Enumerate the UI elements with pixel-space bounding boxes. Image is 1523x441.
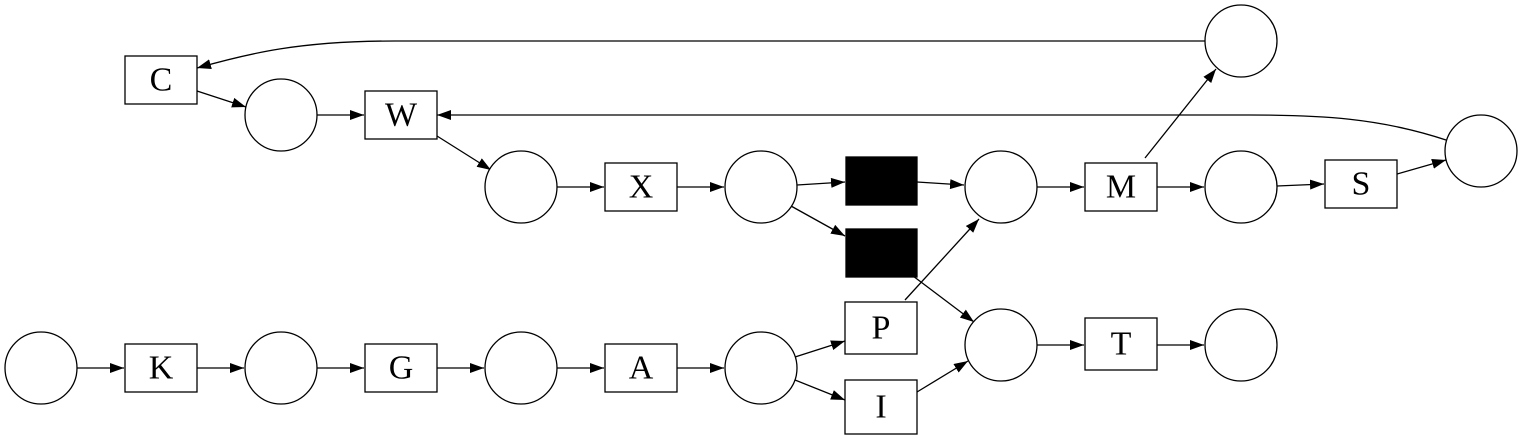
transition-label-p: P xyxy=(872,310,891,347)
arc-i-p10 xyxy=(916,360,969,393)
place-p3 xyxy=(484,331,558,405)
transition-label-s: S xyxy=(1352,166,1371,203)
transition-label-k: K xyxy=(149,350,174,387)
arc-tau1-p8 xyxy=(916,179,965,190)
arc-p4-i xyxy=(794,379,846,401)
silent-transition-1 xyxy=(845,156,918,206)
place-p9 xyxy=(1204,150,1278,224)
arc-w-p6 xyxy=(436,135,492,171)
transition-label-c: C xyxy=(150,62,173,99)
place-p2 xyxy=(244,331,318,405)
transition-p: P xyxy=(844,301,918,355)
arc-p-p8 xyxy=(904,218,980,301)
transition-label-x: X xyxy=(629,169,654,206)
arc-p4-p xyxy=(794,340,846,358)
arc-p13-c xyxy=(196,40,1205,69)
place-p5 xyxy=(244,78,318,152)
transition-label-g: G xyxy=(389,350,414,387)
transition-s: S xyxy=(1324,159,1398,209)
transition-x: X xyxy=(604,162,678,212)
place-p8 xyxy=(964,150,1038,224)
place-p10 xyxy=(964,308,1038,382)
arc-p7-tau2 xyxy=(790,205,846,237)
transition-t: T xyxy=(1084,317,1158,371)
arc-m-p13 xyxy=(1144,68,1217,159)
place-p1 xyxy=(4,331,78,405)
transition-label-t: T xyxy=(1111,326,1132,363)
transition-m: M xyxy=(1084,162,1158,212)
transition-label-w: W xyxy=(385,97,418,134)
arc-s-p14 xyxy=(1396,159,1447,175)
places xyxy=(4,4,1518,405)
transition-i: I xyxy=(844,379,918,435)
transition-label-m: M xyxy=(1106,169,1136,206)
place-p4 xyxy=(724,331,798,405)
arc-tau2-p10 xyxy=(912,275,975,323)
transition-w: W xyxy=(364,90,438,140)
transition-label-a: A xyxy=(629,350,654,387)
silent-transition-2 xyxy=(845,228,918,278)
arc-c-p5 xyxy=(196,90,247,108)
place-p11 xyxy=(1204,308,1278,382)
place-p6 xyxy=(484,150,558,224)
transition-k: K xyxy=(124,343,198,393)
arcs xyxy=(77,40,1447,401)
arc-p7-tau1 xyxy=(796,177,846,188)
transition-a: A xyxy=(604,343,678,393)
transitions: C W X M S K G A xyxy=(124,55,1398,435)
transition-c: C xyxy=(124,55,198,105)
transition-label-i: I xyxy=(875,389,886,426)
transition-g: G xyxy=(364,343,438,393)
arc-p14-w xyxy=(437,110,1447,141)
arc-p9-s xyxy=(1276,179,1325,190)
place-p14 xyxy=(1444,114,1518,188)
place-p13 xyxy=(1204,4,1278,78)
place-p7 xyxy=(724,150,798,224)
